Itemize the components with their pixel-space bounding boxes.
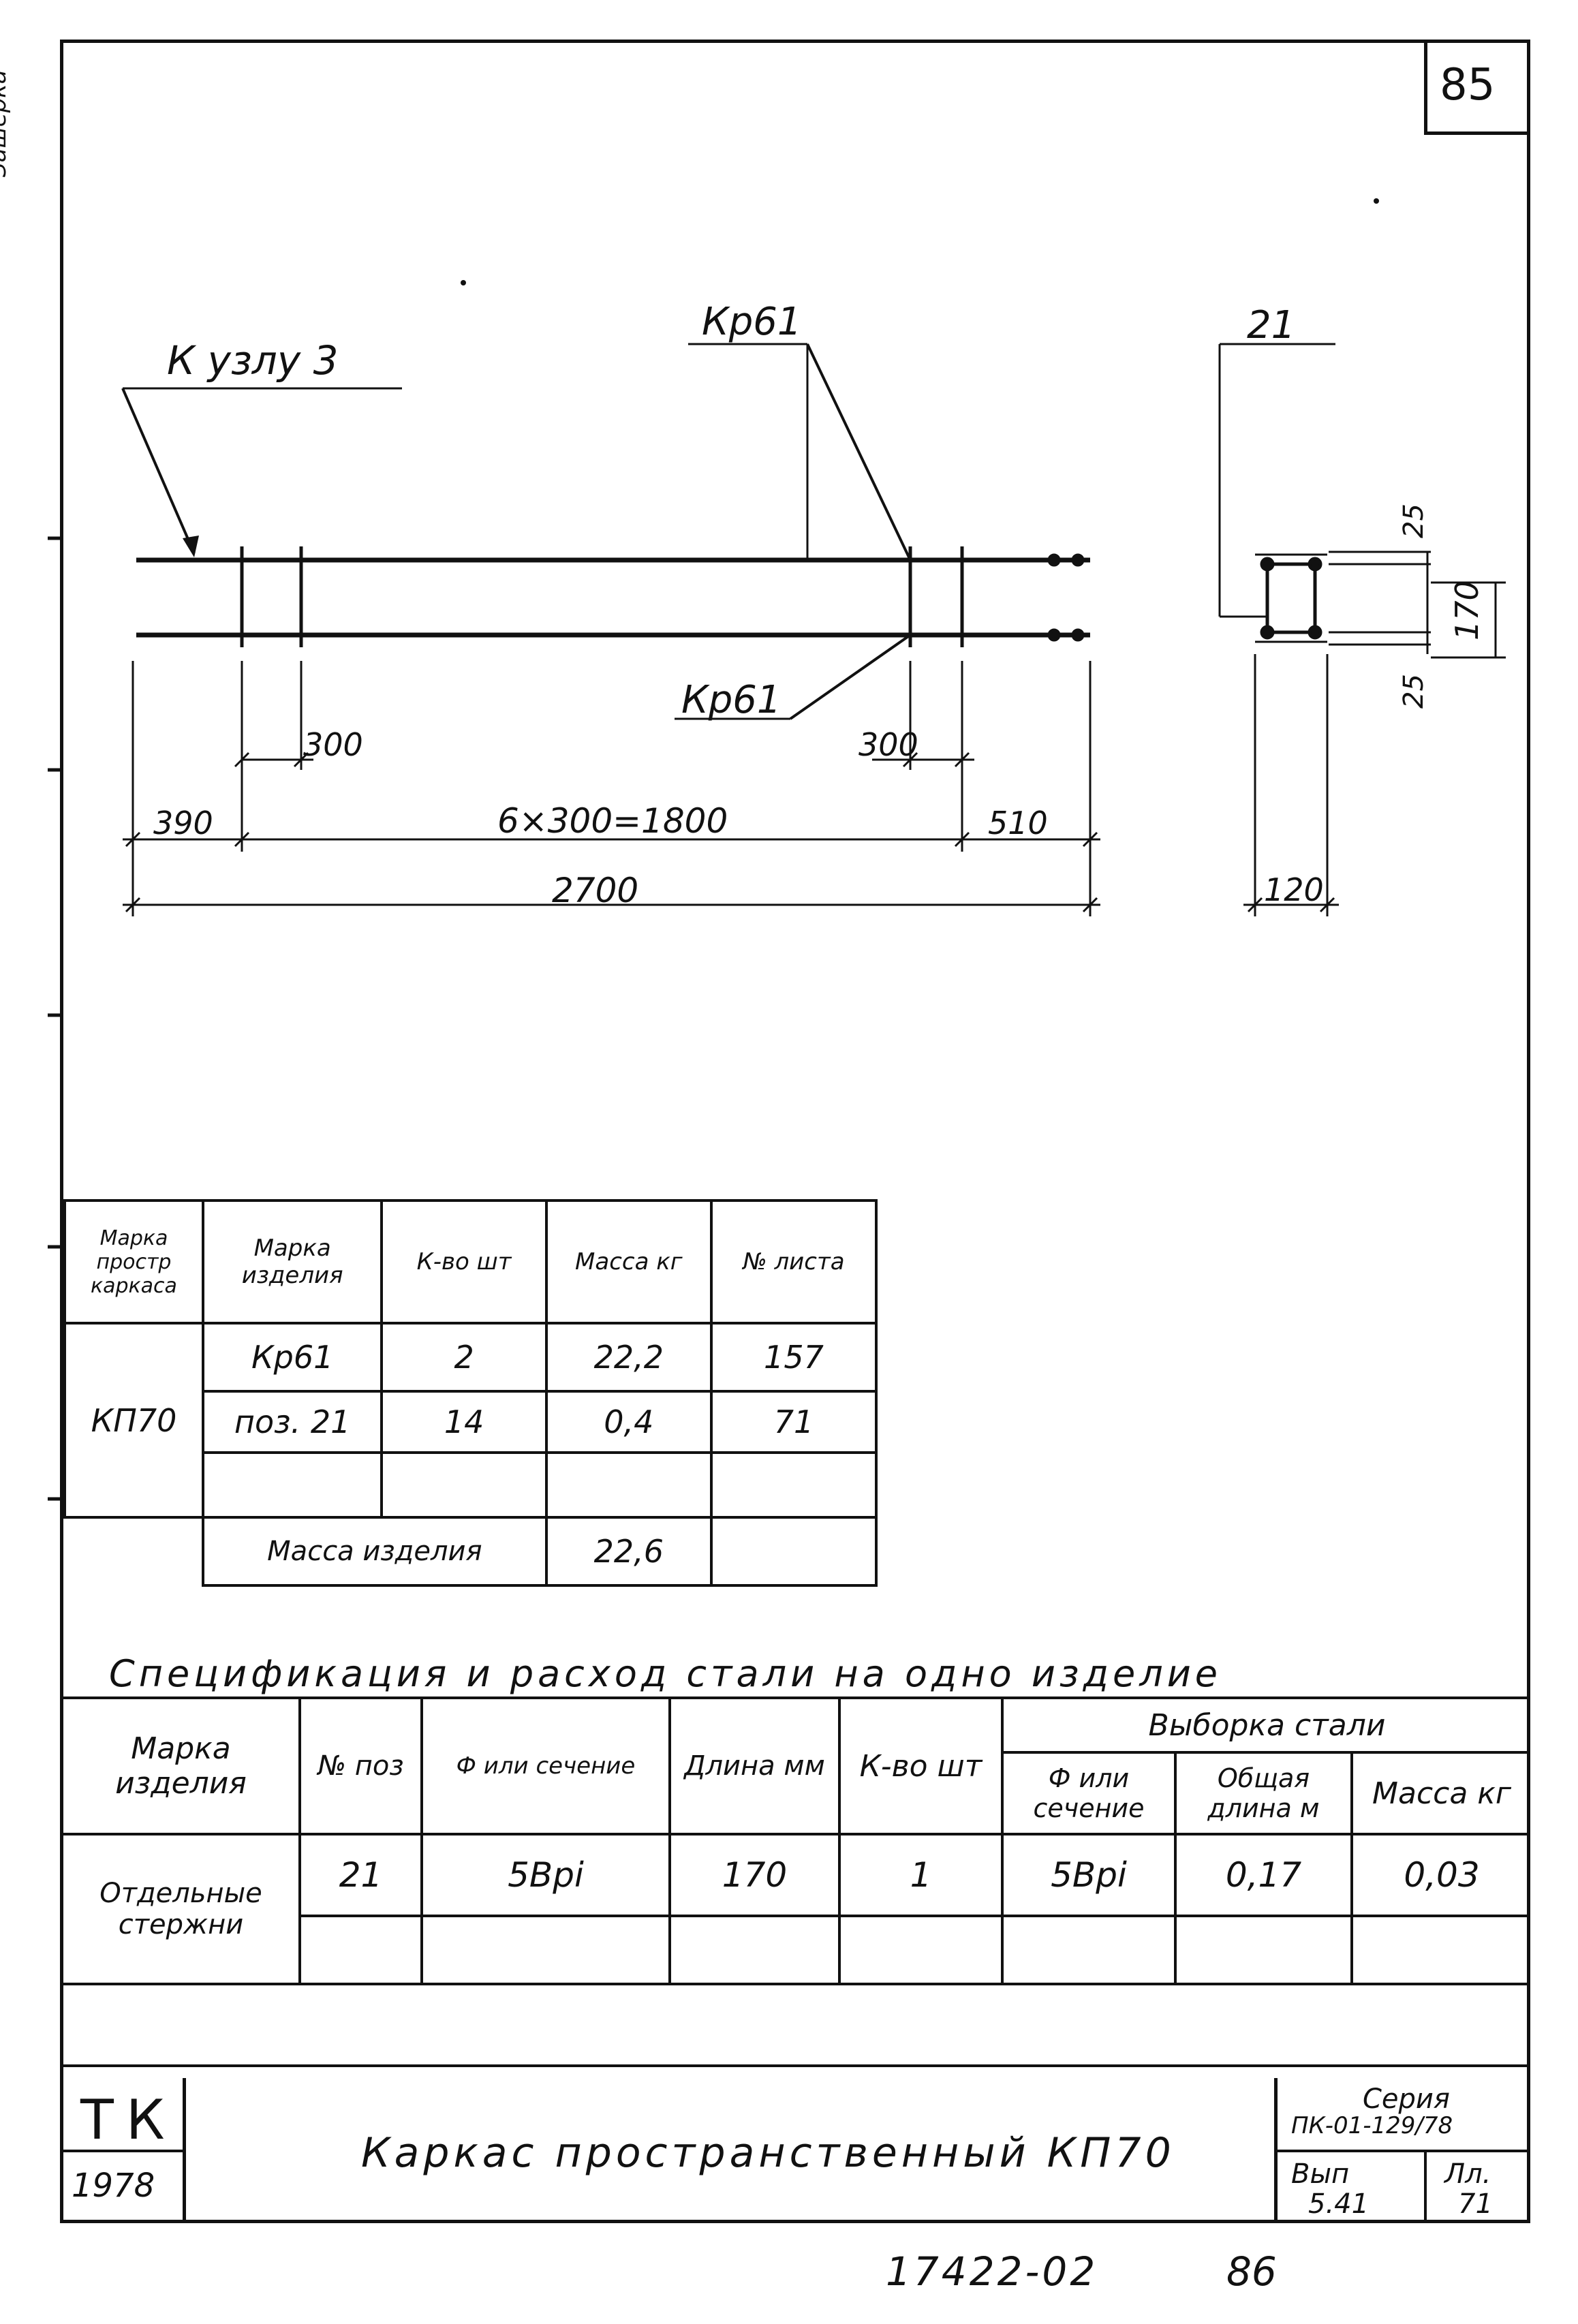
dim-300-left: 300 [303, 726, 363, 763]
th-steel-section: Ф или сечение [1001, 1751, 1177, 1835]
bar-end-dot [1071, 628, 1085, 642]
bar-end-dot [1047, 628, 1061, 642]
series-value: ПК-01-129/78 [1291, 2112, 1453, 2139]
total-label: Масса изделия [201, 1516, 548, 1587]
cell-qty: 1 [838, 1833, 1004, 1917]
cell-section: 5Врі [420, 1833, 671, 1917]
leader-kr2 [789, 634, 912, 720]
th-total-length: Общая длина м [1174, 1751, 1353, 1835]
issue-label: Вып [1291, 2158, 1350, 2190]
th-steel: Выборка стали [1001, 1696, 1530, 1754]
frame-composition-table: Марка простр каркаса Марка изделия К-во … [63, 1199, 878, 1587]
cell-steel-section: 5Врі [1001, 1833, 1177, 1917]
sheet-number-box: 85 [1424, 40, 1530, 135]
drawing-frame [60, 40, 1530, 2223]
total-value: 22,6 [544, 1516, 713, 1587]
cell: 157 [709, 1322, 878, 1393]
drawing-title: Каркас пространственный КП70 [361, 2129, 1175, 2177]
cell-total-length: 0,17 [1174, 1833, 1353, 1917]
section-bar [1260, 557, 1275, 572]
callout-kr-top: Кр61 [702, 300, 802, 344]
th-length: Длина мм [668, 1696, 841, 1835]
cell-mark: Отдельные стержни [63, 1833, 301, 1985]
bar-end-dot [1071, 553, 1085, 567]
cell-length: 170 [668, 1833, 841, 1917]
th-qty: К-во шт [838, 1696, 1004, 1835]
cell: Кр61 [201, 1322, 384, 1393]
cell: 0,4 [544, 1390, 713, 1454]
cell: 71 [709, 1390, 878, 1454]
th-section: Ф или сечение [420, 1696, 671, 1835]
th-frame-mark: Марка простр каркаса [63, 1199, 204, 1324]
dim-170: 170 [1449, 580, 1485, 640]
year: 1978 [72, 2167, 155, 2205]
section-bar [1260, 625, 1275, 640]
leader-node [121, 388, 196, 554]
callout-section: 21 [1247, 303, 1296, 347]
dim-2700: 2700 [552, 871, 639, 910]
series-label: Серия [1363, 2083, 1450, 2115]
org-mark: ТК [80, 2088, 177, 2152]
th-mass: Масса кг [1350, 1751, 1530, 1835]
cell: поз. 21 [201, 1390, 384, 1454]
dim-510: 510 [988, 805, 1048, 841]
issue-value: 5.41 [1308, 2188, 1370, 2220]
frame-mark-cell: КП70 [63, 1322, 204, 1519]
section-stirrup [1265, 562, 1317, 634]
cell [201, 1451, 384, 1519]
leader-arrow [183, 536, 199, 557]
spec-title: Спецификация и расход стали на одно изде… [109, 1652, 1222, 1695]
section-bar [1308, 625, 1322, 640]
cell: 14 [380, 1390, 548, 1454]
sheet-label: Лл. [1444, 2158, 1491, 2190]
dim-390: 390 [153, 805, 213, 841]
dim-120: 120 [1264, 871, 1324, 908]
leader-kr [806, 343, 912, 561]
cell-mass: 0,03 [1350, 1833, 1530, 1917]
callout-kr-bottom: Кр61 [681, 678, 782, 722]
th-mass: Масса кг [544, 1199, 713, 1324]
sheet-value: 71 [1458, 2188, 1493, 2220]
page-number: 86 [1226, 2248, 1277, 2295]
th-pos: № поз [298, 1696, 423, 1835]
sheet-number: 85 [1440, 60, 1496, 110]
dim-25-bottom: 25 [1398, 674, 1429, 709]
dim-25-top: 25 [1398, 503, 1429, 538]
cell [544, 1451, 713, 1519]
th-item-mark: Марка изделия [201, 1199, 384, 1324]
bar-end-dot [1047, 553, 1061, 567]
cell: 22,2 [544, 1322, 713, 1393]
archive-number: 17422-02 [886, 2248, 1098, 2295]
th-mark: Марка изделия [63, 1696, 301, 1835]
spec-table: Марка изделия № поз Ф или сечение Длина … [63, 1696, 1530, 2067]
cell: 2 [380, 1322, 548, 1393]
dim-300-right: 300 [858, 726, 918, 763]
callout-node: К узлу 3 [167, 337, 339, 384]
section-bar [1308, 557, 1322, 572]
cell-pos: 21 [298, 1833, 423, 1917]
th-qty: К-во шт [380, 1199, 548, 1324]
cell [709, 1451, 878, 1519]
cell [380, 1451, 548, 1519]
th-sheet: № листа [709, 1199, 878, 1324]
dim-6x300: 6×300=1800 [497, 801, 728, 841]
